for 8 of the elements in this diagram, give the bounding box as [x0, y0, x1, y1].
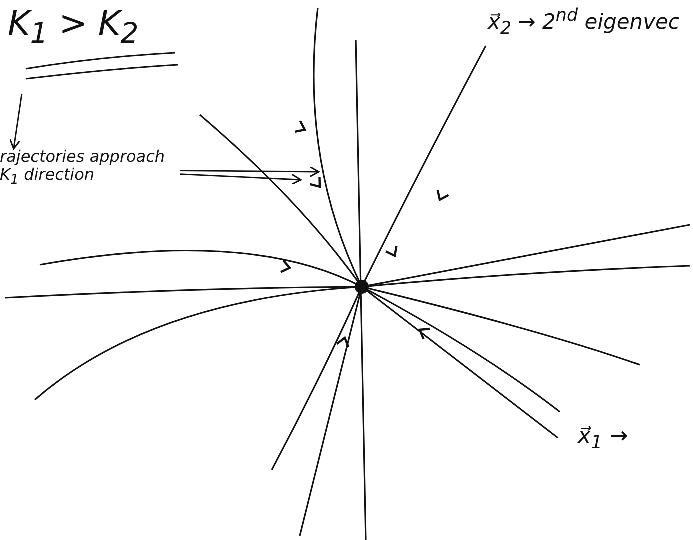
fixed-point	[355, 280, 369, 294]
arrow	[9, 94, 23, 150]
leader-line	[180, 166, 320, 178]
heading: K$_{1}$ > K$_{2}$	[8, 4, 140, 51]
leader-line	[180, 174, 302, 186]
note: x⃗$_{1}$ →	[578, 424, 648, 458]
note: x⃗$_{2}$ → 2$^{nd}$ eigenvec	[488, 6, 693, 38]
note: rajectories approach K$_{1}$ direction	[0, 148, 180, 192]
